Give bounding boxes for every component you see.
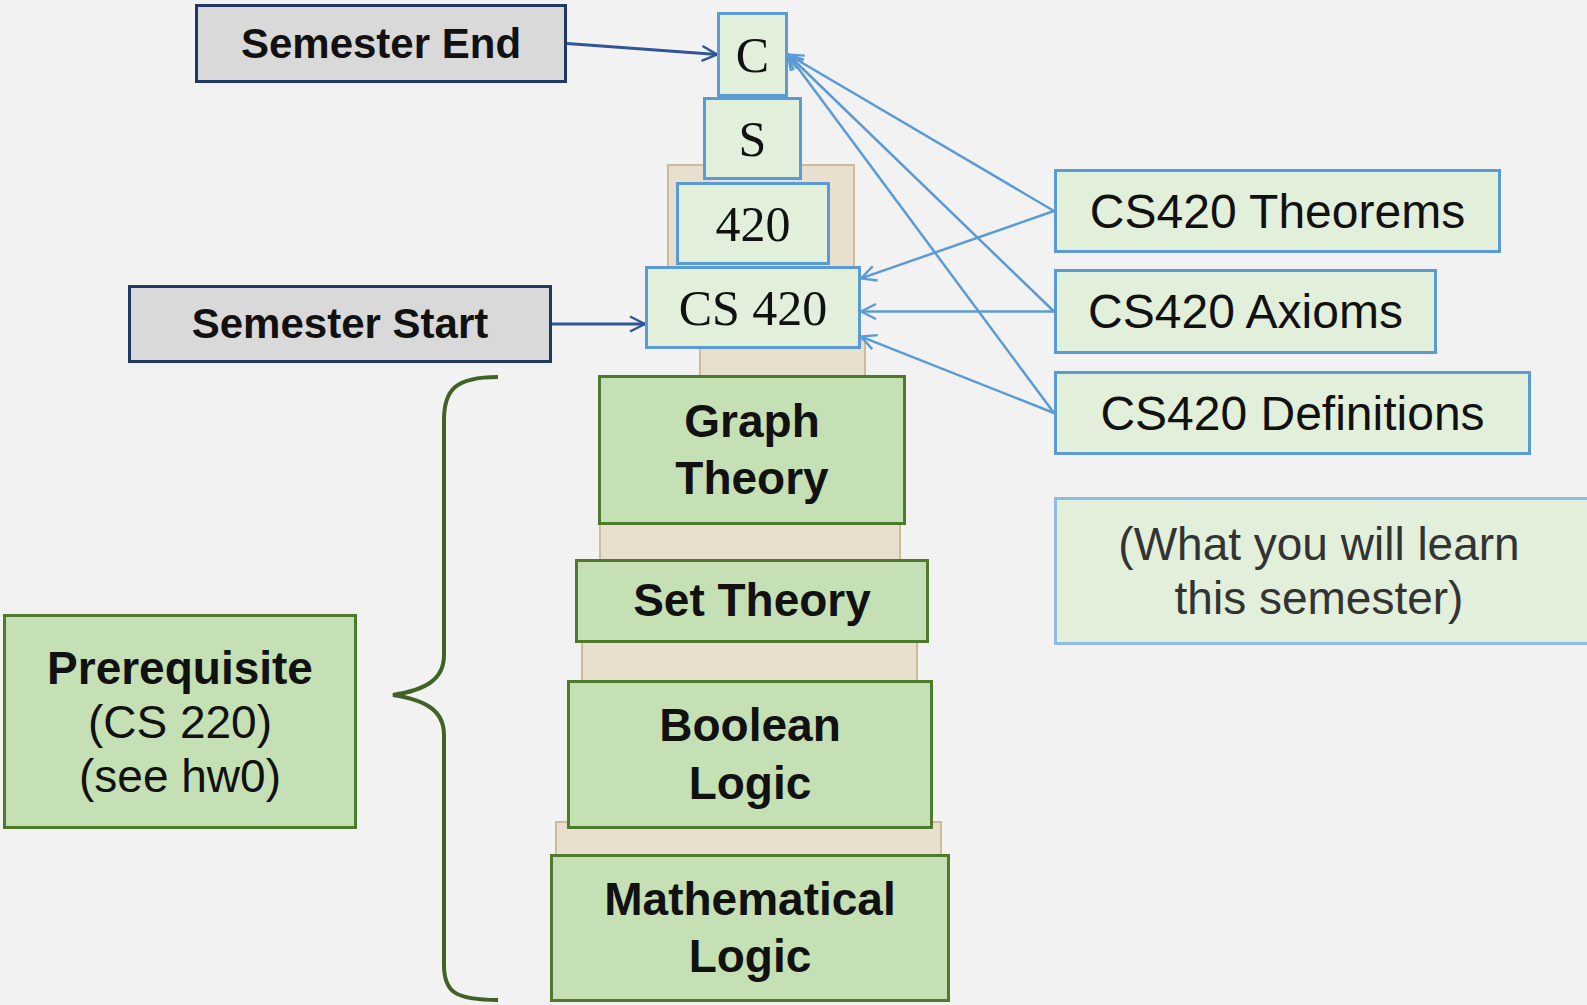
connector-arrow: [552, 323, 645, 326]
connector-arrow: [861, 310, 1054, 313]
prerequisite-label: Prerequisite(CS 220)(see hw0): [3, 614, 357, 829]
node-text: CS420 Theorems: [1090, 184, 1465, 239]
node-text: Graph Theory: [622, 393, 882, 508]
node-text: Set Theory: [633, 572, 871, 630]
topic-box: CS420 Axioms: [1054, 269, 1437, 354]
node-text: Semester End: [241, 20, 521, 68]
block: [582, 638, 917, 686]
milestone-box: Semester End: [195, 4, 567, 83]
node-text: CS420 Axioms: [1088, 284, 1403, 339]
topic-box: CS420 Theorems: [1054, 169, 1501, 253]
node-text: (CS 220): [88, 695, 272, 749]
node-text: CS420 Definitions: [1100, 386, 1484, 441]
milestone-box: Semester Start: [128, 285, 552, 363]
tower-block: CS 420: [645, 266, 861, 349]
prerequisite-box: Boolean Logic: [567, 680, 933, 829]
node-text: Prerequisite: [47, 641, 313, 695]
connector-arrow: [861, 211, 1054, 278]
node-text: (What you will learn this semester): [1094, 517, 1544, 625]
node-text: Mathematical Logic: [580, 871, 920, 986]
prerequisite-brace: [393, 377, 498, 1000]
topic-box: CS420 Definitions: [1054, 371, 1531, 455]
node-text: Semester Start: [192, 300, 488, 348]
block-photo: [556, 165, 941, 860]
node-text: Boolean Logic: [610, 697, 890, 812]
prerequisite-box: Set Theory: [575, 559, 929, 643]
node-text: C: [736, 26, 769, 84]
node-text: S: [739, 110, 767, 168]
connector-arrow: [567, 44, 717, 55]
prerequisite-box: Graph Theory: [598, 375, 906, 525]
tower-block: S: [703, 97, 802, 180]
tower-block: C: [717, 12, 788, 97]
prerequisite-box: Mathematical Logic: [550, 854, 950, 1002]
node-text: (see hw0): [79, 749, 281, 803]
tower-block: 420: [676, 182, 830, 265]
node-text: CS 420: [679, 279, 828, 337]
node-text: 420: [716, 195, 791, 253]
block: [668, 165, 854, 275]
note-box: (What you will learn this semester): [1054, 497, 1587, 645]
